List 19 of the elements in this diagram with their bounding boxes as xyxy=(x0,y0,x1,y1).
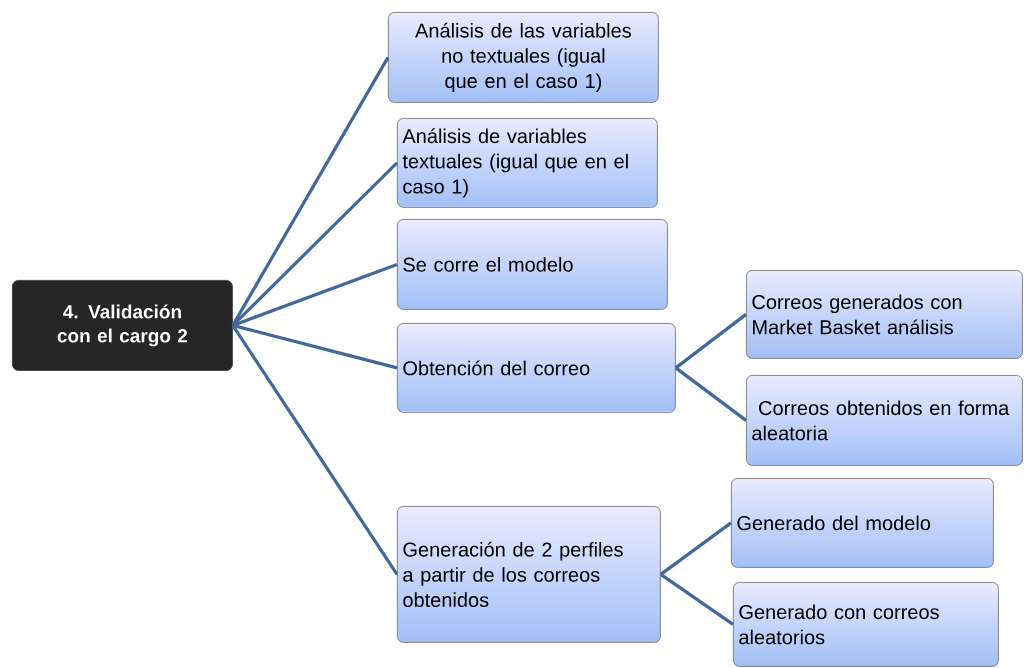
process-box: Análisis de variables textuales (igual que en el caso 1) xyxy=(397,118,658,208)
topic-box: 4. Validación con el cargo 2 xyxy=(12,280,233,371)
connector-line xyxy=(674,366,747,422)
process-box: Generado del modelo xyxy=(731,478,994,568)
connector-line xyxy=(231,324,399,576)
connector-line xyxy=(231,161,399,327)
connector-line xyxy=(232,262,398,327)
process-box: Generación de 2 perfiles a partir de los correos obtenidos xyxy=(397,506,661,643)
process-box: Correos generados con Market Basket análisis xyxy=(746,270,1023,359)
connector-line xyxy=(674,313,747,370)
process-box: Análisis de las variables no textuales (igual que en el caso 1) xyxy=(388,12,659,103)
process-box: Se corre el modelo xyxy=(397,219,668,310)
connector-line xyxy=(231,56,390,327)
process-box: Obtención del correo xyxy=(397,323,676,413)
connector-line xyxy=(659,521,732,576)
connector-line xyxy=(232,323,398,370)
connector-line xyxy=(659,573,734,626)
process-box: Correos obtenidos en forma aleatoria xyxy=(746,375,1023,466)
process-box: Generado con correos aleatorios xyxy=(733,582,999,667)
